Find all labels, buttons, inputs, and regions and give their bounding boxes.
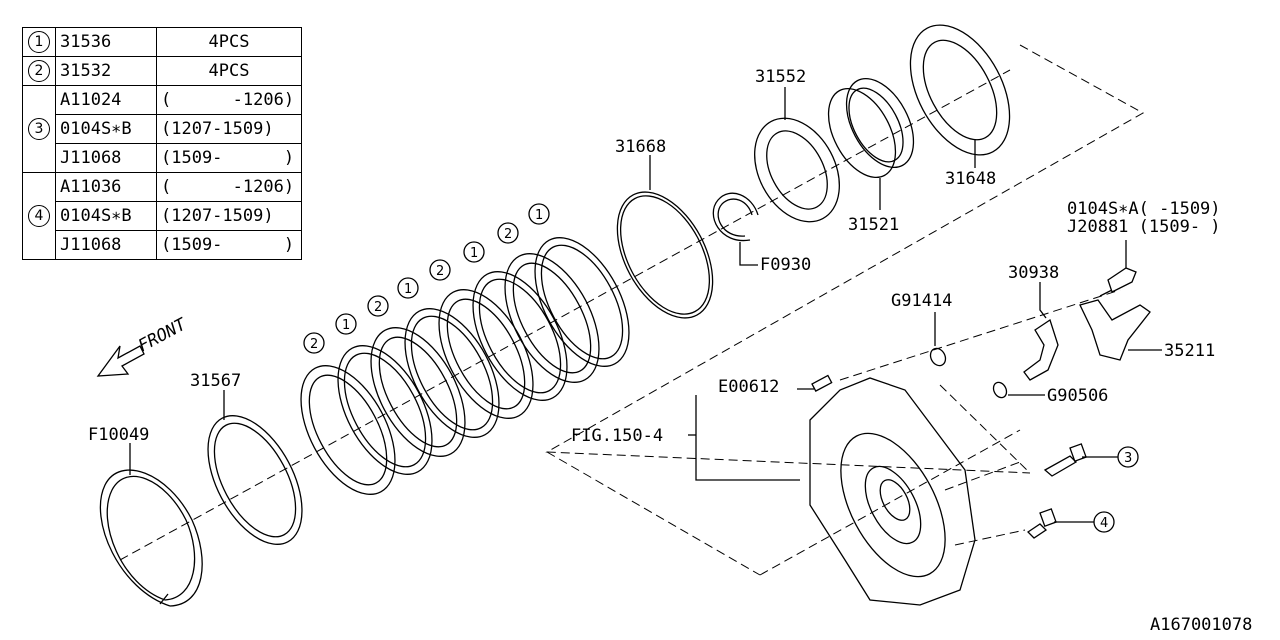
label-0104s-a[interactable]: 0104S∗A( -1509): [1067, 199, 1221, 219]
label-31521[interactable]: 31521: [848, 215, 899, 235]
part-note: ( -1206): [156, 172, 302, 202]
label-31552[interactable]: 31552: [755, 67, 806, 87]
assembly-outline: [545, 44, 1145, 576]
label-35211[interactable]: 35211: [1164, 341, 1215, 361]
label-31648[interactable]: 31648: [945, 169, 996, 189]
ref-3: 3: [1124, 451, 1132, 466]
ref-circle-3: [1117, 446, 1139, 468]
housing[interactable]: [809, 377, 976, 606]
label-g91414[interactable]: G91414: [891, 291, 952, 311]
ref-circle: 4: [28, 205, 50, 227]
ref-cell: 3: [22, 85, 56, 173]
bolt-axis: [839, 289, 1121, 381]
table-row: J11068 (1509- ): [23, 230, 302, 260]
bolt-4[interactable]: [1026, 508, 1057, 539]
label-j20881[interactable]: J20881 (1509- ): [1067, 217, 1221, 237]
table-row: 0104S∗B (1207-1509): [23, 114, 302, 144]
table-row: J11068 (1509- ): [23, 143, 302, 173]
front-arrow-icon: FRONT: [96, 314, 191, 377]
clutch-plates[interactable]: [282, 222, 649, 509]
table-row: 1 31536 4PCS: [22, 27, 302, 57]
ref-circle-4: [1093, 511, 1115, 533]
part-number[interactable]: J11068: [55, 143, 157, 173]
plate-refs: 2 1 2 1 2 1 2 1: [303, 203, 550, 354]
label-g90506[interactable]: G90506: [1047, 386, 1108, 406]
ref-circle: 2: [28, 60, 50, 82]
part-note: (1207-1509): [156, 201, 302, 231]
table-row: 4 A11036 ( -1206): [22, 172, 302, 260]
label-e00612[interactable]: E00612: [718, 377, 779, 397]
ref-1: 1: [535, 208, 543, 223]
oring-g90506[interactable]: [991, 380, 1009, 400]
ref-4: 4: [1100, 516, 1108, 531]
label-fig-150-4[interactable]: FIG.150-4: [571, 426, 663, 446]
table-row: 0104S∗B (1207-1509): [23, 201, 302, 231]
plate-31567[interactable]: [189, 400, 322, 559]
part-note: (1509- ): [156, 230, 302, 260]
plate-31552[interactable]: [738, 104, 857, 237]
piston-31521[interactable]: [815, 67, 928, 188]
lever-35211[interactable]: [1079, 299, 1151, 361]
bolt-axis: [944, 461, 1021, 491]
part-note: 4PCS: [156, 56, 302, 86]
pin-e00612[interactable]: [811, 374, 833, 392]
leader-line: [1039, 282, 1047, 319]
label-f0930[interactable]: F0930: [760, 255, 811, 275]
snap-ring-f10049[interactable]: [99, 469, 203, 607]
front-label: FRONT: [135, 314, 191, 357]
table-row: 2 31532 4PCS: [22, 56, 302, 86]
label-31668[interactable]: 31668: [615, 137, 666, 157]
ref-1: 1: [404, 282, 412, 297]
ref-2: 2: [310, 337, 318, 352]
ref-2: 2: [374, 300, 382, 315]
ref-cell: 1: [22, 27, 56, 57]
part-note: ( -1206): [156, 85, 302, 115]
table-row: 3 A11024 ( -1206): [22, 85, 302, 173]
ref-circle: 1: [28, 31, 50, 53]
parts-table: 1 31536 4PCS 2 31532 4PCS 3 A11024 ( -12…: [22, 27, 302, 260]
ring-31668[interactable]: [598, 176, 732, 334]
part-number[interactable]: 0104S∗B: [55, 114, 157, 144]
label-30938[interactable]: 30938: [1008, 263, 1059, 283]
diagram-id: A167001078: [1150, 615, 1252, 635]
ref-cell: 2: [22, 56, 56, 86]
leader-line: [695, 395, 800, 481]
bolt-axis: [954, 529, 1026, 546]
seal-31648[interactable]: [890, 8, 1030, 171]
bolt-3[interactable]: [1043, 443, 1087, 477]
ref-circle: 3: [28, 118, 50, 140]
label-31567[interactable]: 31567: [190, 371, 241, 391]
label-f10049[interactable]: F10049: [88, 425, 149, 445]
part-number[interactable]: 31536: [55, 27, 157, 57]
center-axis: [119, 69, 1011, 561]
ref-2: 2: [504, 227, 512, 242]
bracket-30938[interactable]: [1023, 318, 1059, 381]
ref-1: 1: [342, 318, 350, 333]
part-number[interactable]: A11024: [55, 85, 157, 115]
part-number[interactable]: J11068: [55, 230, 157, 260]
ref-2: 2: [436, 264, 444, 279]
ref-1: 1: [470, 246, 478, 261]
snap-ring-f0930[interactable]: [712, 192, 759, 242]
part-note: (1509- ): [156, 143, 302, 173]
oring-g91414[interactable]: [928, 346, 949, 368]
part-number[interactable]: A11036: [55, 172, 157, 202]
leader-line: [739, 242, 758, 266]
bolt-0104s-a[interactable]: [1099, 267, 1137, 297]
